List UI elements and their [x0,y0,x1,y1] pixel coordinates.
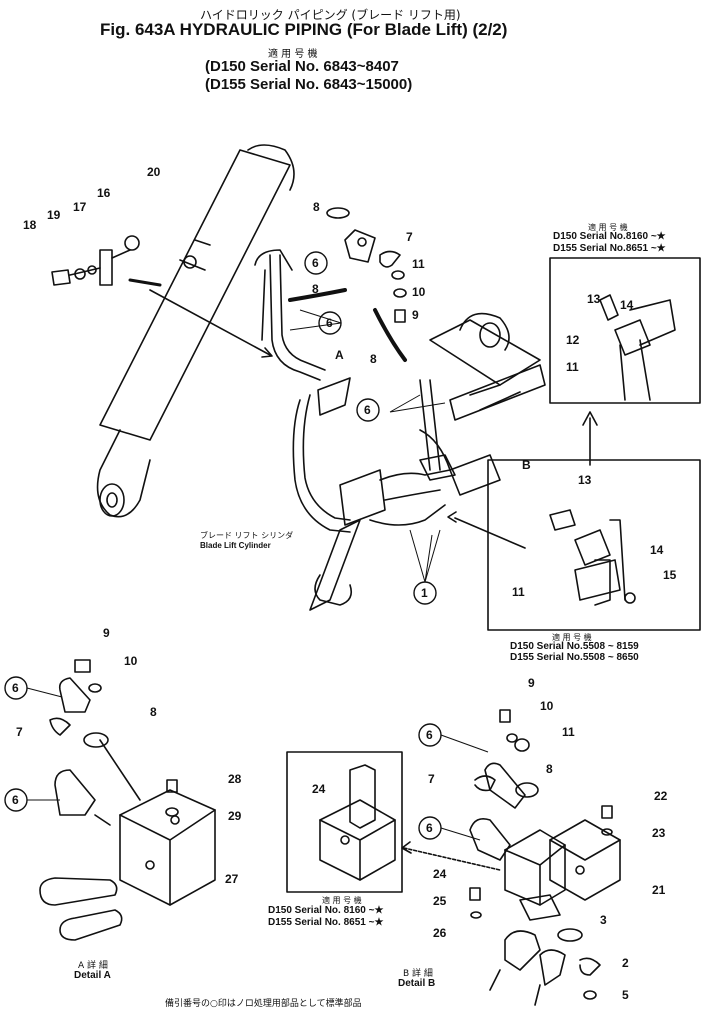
callout-7: 7 [16,725,23,739]
callout-29: 28 [228,772,242,786]
callout-23: 22 [654,789,668,803]
cylinder-label-en: Blade Lift Cylinder [200,541,271,550]
callout-8: 8 [370,352,377,366]
callout-17: 16 [97,186,111,200]
serial-range-d150: (D150 Serial No. 6843~8407 [205,58,399,75]
inset-mid-line2: D155 Serial No.5508 ~ 8650 [510,652,639,663]
callout-22: 21 [652,883,666,897]
callout-3: 3 [600,913,607,927]
callout-19: 18 [23,218,37,232]
callout-6: 6 [364,403,371,417]
cylinder-label-jp: ブレード リフト シリンダ [200,531,294,540]
callout-8: 8 [546,762,553,776]
callout-30: 29 [228,809,242,823]
callout-6: 6 [326,316,333,330]
callout-27: 26 [433,926,447,940]
detail-b-label: Detail B [398,978,436,989]
callout-26: 25 [433,894,447,908]
inset-top-line2: D155 Serial No.8651 ~★ [553,243,666,254]
blade-lift-cylinder-right [309,312,546,611]
callout-15: 14 [650,543,664,557]
detail-b-jp: B 詳 細 [403,969,433,979]
marker-b: B [522,458,531,472]
title-japanese: ハイドロリック パイピング (ブレード リフト用) [200,8,461,22]
callout-14: 13 [578,473,592,487]
callout-24: 23 [652,826,666,840]
inset-top-line1: D150 Serial No.8160 ~★ [553,231,666,242]
callout-10: 10 [124,654,138,668]
callout-28: 27 [225,872,239,886]
callout-5: 5 [622,988,629,1002]
callout-11: 11 [412,257,425,271]
callout-9: 9 [103,626,110,640]
inset-mid-jp: 適 用 号 機 [552,633,592,642]
callout-8: 8 [150,705,157,719]
callout-6: 6 [12,681,19,695]
footnote: 備引番号の○印はノロ処理用部品として標準部品 [165,999,362,1009]
callout-18: 17 [73,200,87,214]
callout-25: 24 [433,867,447,881]
applicable-models-label: 適 用 号 機 [268,49,318,60]
callout-8: 8 [312,282,319,296]
marker-a: A [335,348,344,362]
callout-25: 24 [312,782,326,796]
callout-10: 10 [412,285,426,299]
detail-a-jp: A 詳 細 [78,961,108,971]
inset-mid-line1: D150 Serial No.5508 ~ 8159 [510,641,639,652]
blade-lift-cylinder-left [96,144,295,518]
serial-range-d155: (D155 Serial No. 6843~15000) [205,76,413,93]
callout-6: 6 [12,793,19,807]
callout-11: 11 [562,725,575,739]
callout-8: 8 [313,200,320,214]
callout-12: 11 [566,360,579,374]
detail-a-label: Detail A [74,970,111,981]
callout-13: 12 [566,333,580,347]
inset-bottom-jp: 適 用 号 機 [322,896,362,905]
callout-2: 2 [622,956,629,970]
callout-21: 20 [147,165,161,179]
callout-6: 6 [426,728,433,742]
callout-10: 10 [540,699,554,713]
callout-7: 7 [406,230,413,244]
callout-20: 19 [47,208,61,222]
callout-1: 1 [421,586,428,600]
figure-title: Fig. 643A HYDRAULIC PIPING (For Blade Li… [100,20,508,39]
callout-14: 13 [587,292,601,306]
callout-15: 14 [620,298,634,312]
callout-16: 15 [663,568,677,582]
callout-12: 11 [512,585,525,599]
callout-6: 6 [312,256,319,270]
inset-bottom-line2: D155 Serial No. 8651 ~★ [268,917,384,928]
callout-9: 9 [528,676,535,690]
inset-top-jp: 適 用 号 機 [588,223,628,232]
callout-9: 9 [412,308,419,322]
inset-bottom-line1: D150 Serial No. 8160 ~★ [268,905,384,916]
callout-6: 6 [426,821,433,835]
callout-7: 7 [428,772,435,786]
